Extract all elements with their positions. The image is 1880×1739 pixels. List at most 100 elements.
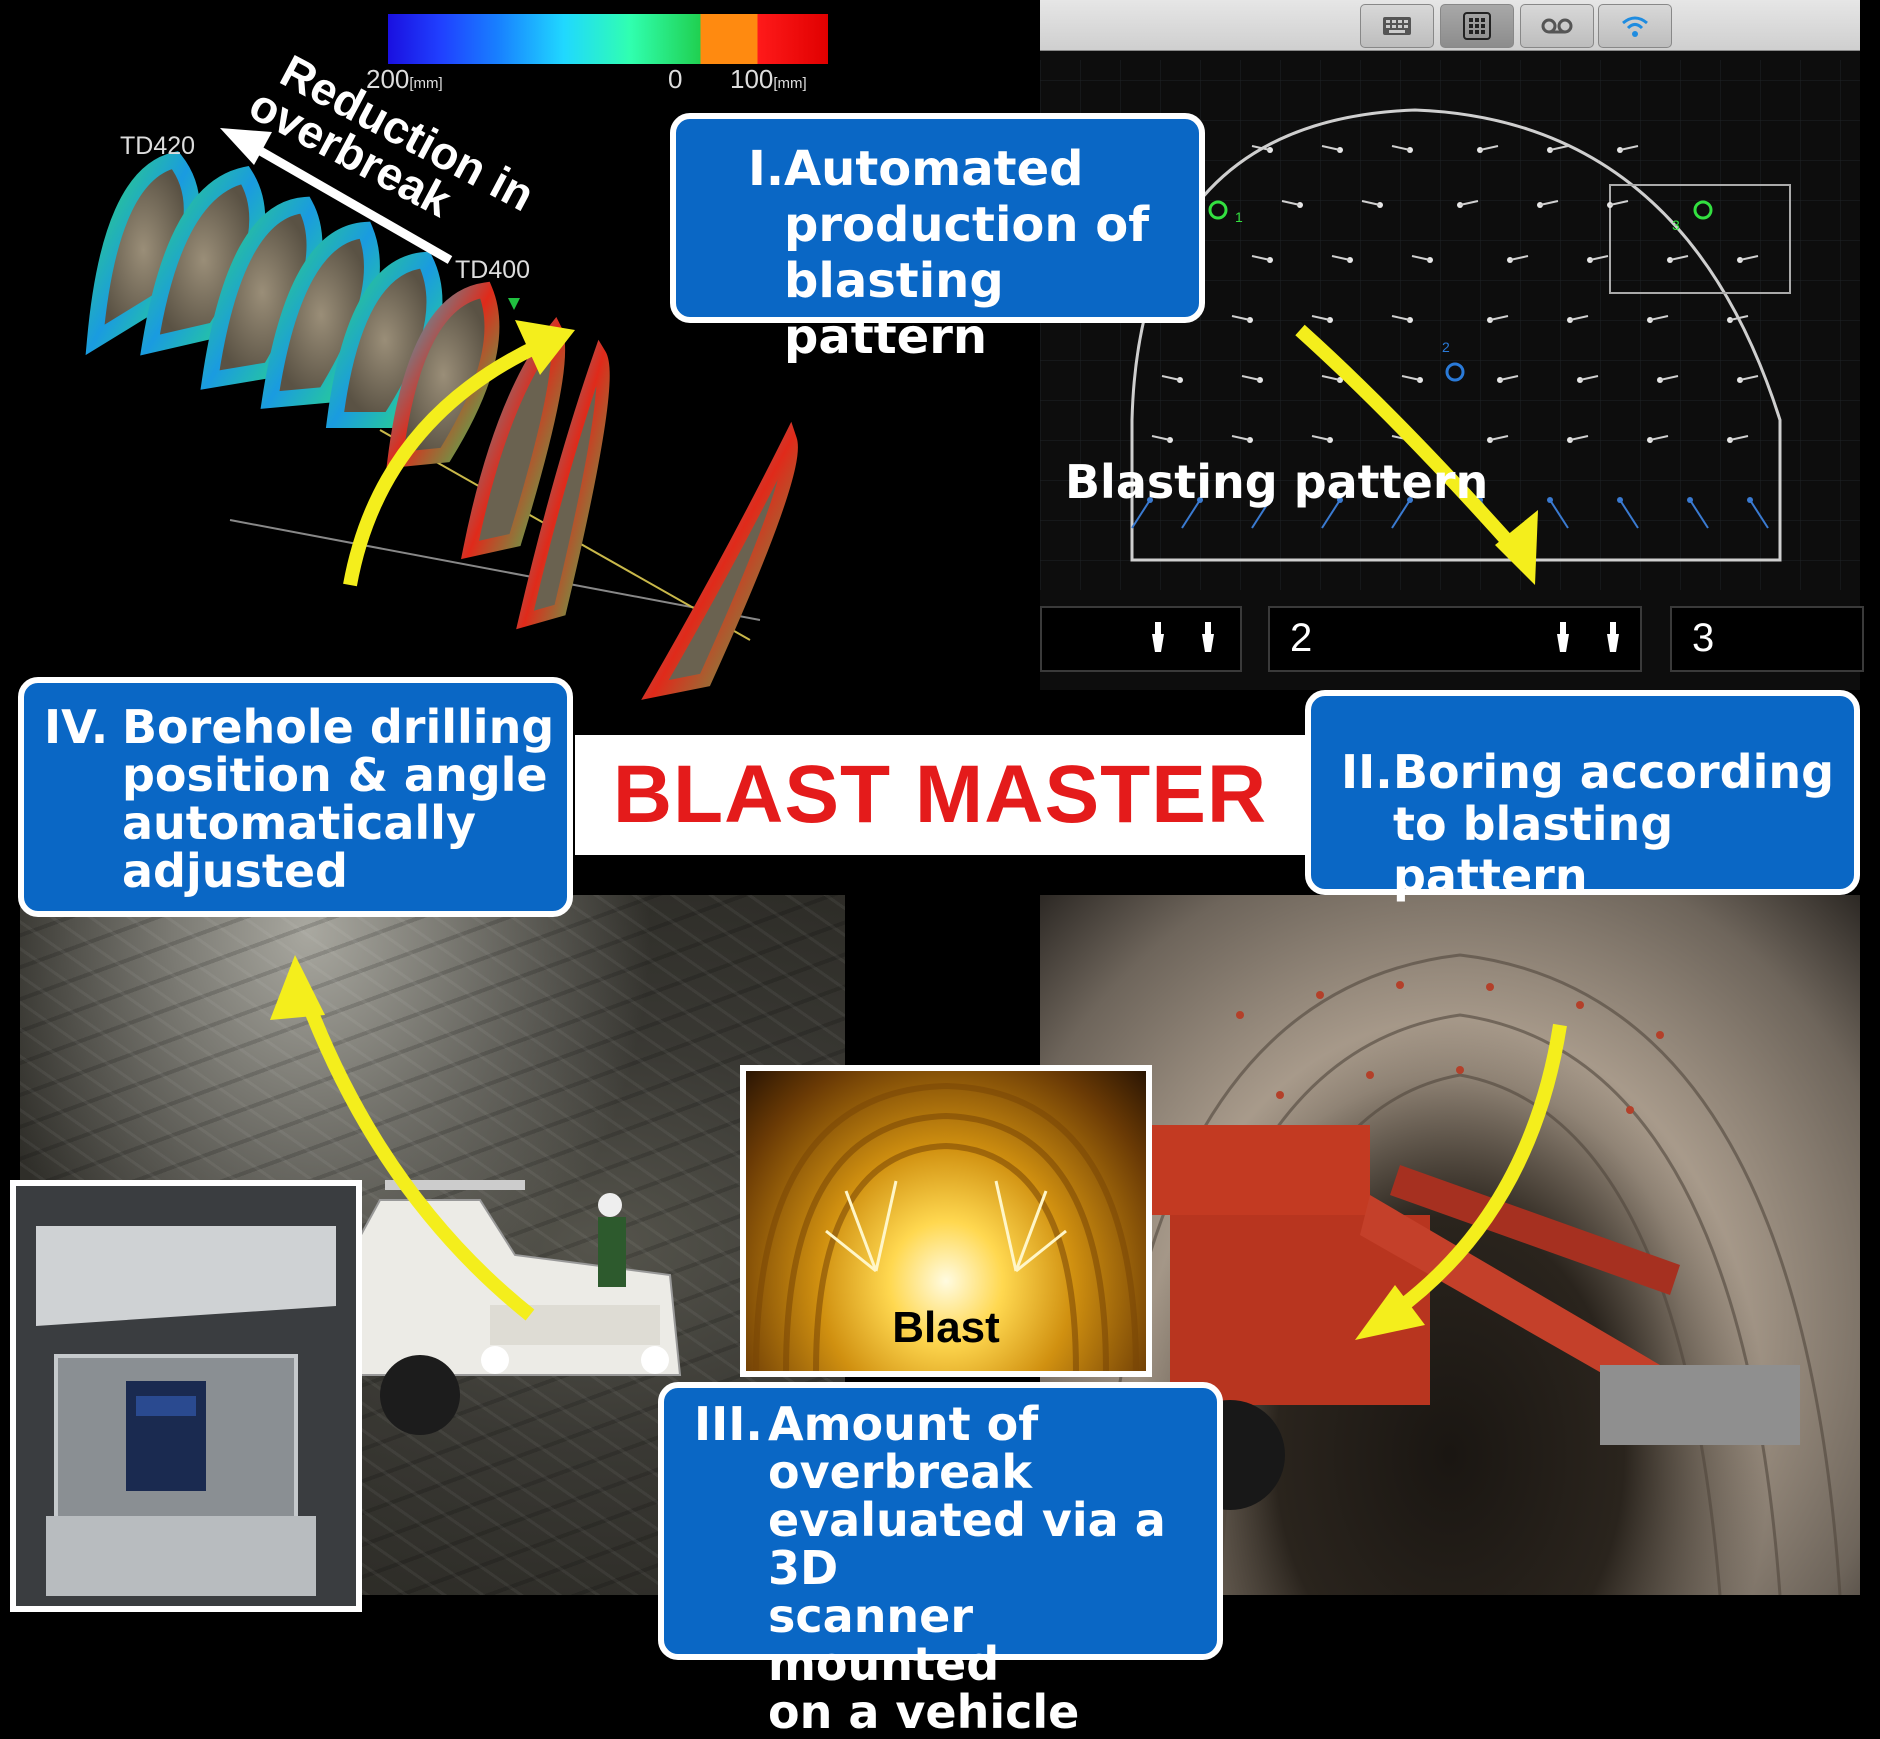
borehole-pattern-group — [1131, 145, 1769, 529]
step-text: Automated production of blasting pattern — [784, 141, 1150, 365]
borehole-direction — [1391, 499, 1411, 529]
borehole-direction — [1749, 499, 1769, 529]
borehole-direction — [1619, 145, 1639, 151]
borehole-direction — [1489, 435, 1509, 441]
borehole-direction — [1411, 255, 1431, 261]
label-td400: TD400 — [455, 256, 531, 284]
borehole-direction — [1499, 375, 1519, 381]
blasting-pattern-caption: Blasting pattern — [1065, 455, 1489, 509]
borehole-direction — [1321, 375, 1341, 381]
hole-marker-label-2: 2 — [1442, 339, 1450, 355]
drill-bit-icon — [1202, 622, 1214, 652]
borehole-direction — [1361, 200, 1381, 206]
blast-label: Blast — [892, 1303, 1000, 1352]
vehicle-scanner-inset-photo — [10, 1180, 362, 1612]
voicemail-button[interactable] — [1520, 4, 1594, 48]
borehole-direction — [1649, 435, 1669, 441]
borehole-direction — [1479, 145, 1499, 151]
borehole-direction — [1251, 145, 1271, 151]
blasting-pattern-screen: 1 2 3 — [1040, 0, 1860, 690]
borehole-direction — [1669, 255, 1689, 261]
hole-marker-2 — [1445, 362, 1465, 382]
borehole-direction — [1151, 435, 1171, 441]
hole-cell-3[interactable]: 3 — [1670, 606, 1864, 672]
keyboard-icon — [1383, 17, 1411, 35]
blast-arch-graphic — [753, 1082, 1139, 1371]
borehole-direction — [1689, 499, 1709, 529]
borehole-direction — [1131, 499, 1151, 529]
borehole-direction — [1241, 375, 1261, 381]
drill-bit-icon — [1557, 622, 1569, 652]
keypad-button[interactable] — [1440, 4, 1514, 48]
step-number: IV. — [44, 700, 109, 754]
hole-cell-1[interactable] — [1040, 606, 1242, 672]
step-2-callout: II. Boring according to blasting pattern — [1305, 690, 1860, 902]
borehole-direction — [1321, 145, 1341, 151]
borehole-direction — [1311, 315, 1331, 321]
colorbar-label-right: 100[mm] — [730, 64, 807, 94]
borehole-direction — [1391, 145, 1411, 151]
drill-bit-icon — [1607, 622, 1619, 652]
drill-bit-icon — [1152, 622, 1164, 652]
step-text: Amount of overbreak evaluated via a 3D s… — [768, 1397, 1166, 1739]
borehole-direction — [1391, 315, 1411, 321]
borehole-direction — [1509, 255, 1529, 261]
borehole-direction — [1569, 315, 1589, 321]
hole-cell-2[interactable]: 2 — [1268, 606, 1642, 672]
borehole-direction — [1489, 315, 1509, 321]
label-td420: TD420 — [120, 132, 196, 160]
step-text: Boring according to blasting pattern — [1393, 745, 1835, 903]
yellow-arrow-vehicle-to-rockface — [270, 955, 535, 1321]
pattern-screen-toolbar — [1040, 0, 1860, 51]
borehole-direction — [1739, 375, 1759, 381]
borehole-direction — [1649, 315, 1669, 321]
borehole-direction — [1251, 255, 1271, 261]
step-4-callout: IV. Borehole drilling position & angle a… — [18, 677, 573, 917]
colorbar-label-left: 200[mm] — [366, 64, 443, 94]
step-3-callout: III. Amount of overbreak evaluated via a… — [658, 1382, 1223, 1736]
borehole-direction — [1729, 435, 1749, 441]
keypad-icon — [1463, 12, 1491, 40]
borehole-direction — [1619, 499, 1639, 529]
step-number: III. — [694, 1397, 763, 1451]
scanner-box-graphic — [16, 1186, 356, 1606]
borehole-direction — [1569, 435, 1589, 441]
hole-marker-label-1: 1 — [1235, 209, 1243, 225]
yellow-arrow-scan-to-pattern — [343, 320, 575, 587]
step-text: Borehole drilling position & angle autom… — [122, 700, 555, 898]
borehole-direction — [1251, 499, 1271, 529]
borehole-direction — [1659, 375, 1679, 381]
step-number: I. — [748, 141, 785, 197]
borehole-direction — [1311, 435, 1331, 441]
borehole-direction — [1281, 200, 1301, 206]
blast-photo: Blast — [740, 1065, 1152, 1377]
borehole-direction — [1331, 255, 1351, 261]
voicemail-icon — [1541, 18, 1573, 34]
borehole-direction — [1729, 315, 1749, 321]
banner-title: BLAST MASTER — [612, 749, 1268, 840]
borehole-direction — [1579, 375, 1599, 381]
hole-cell-number: 3 — [1692, 616, 1715, 660]
hole-cell-number: 2 — [1290, 616, 1313, 660]
borehole-direction — [1739, 255, 1759, 261]
hole-marker-1 — [1208, 200, 1228, 220]
borehole-direction — [1161, 375, 1181, 381]
colorbar-label-zero: 0 — [668, 64, 683, 94]
borehole-direction — [1181, 499, 1201, 529]
wifi-icon — [1622, 16, 1648, 37]
borehole-direction — [1549, 499, 1569, 529]
borehole-direction — [1231, 315, 1251, 321]
hole-marker-3 — [1693, 200, 1713, 220]
yellow-arrow-rig-to-blast — [1355, 1023, 1567, 1340]
wifi-button[interactable] — [1598, 4, 1672, 48]
scan-rings-graphic — [85, 128, 798, 700]
blast-master-banner: BLAST MASTER — [575, 735, 1305, 855]
keyboard-button[interactable] — [1360, 4, 1434, 48]
borehole-direction — [1539, 200, 1559, 206]
overbreak-colorbar — [388, 14, 828, 64]
step-number: II. — [1341, 745, 1393, 799]
borehole-direction — [1459, 200, 1479, 206]
borehole-direction — [1589, 255, 1609, 261]
yellow-arrow-pattern-to-boring — [1295, 324, 1538, 585]
reduction-arrow — [220, 128, 453, 264]
